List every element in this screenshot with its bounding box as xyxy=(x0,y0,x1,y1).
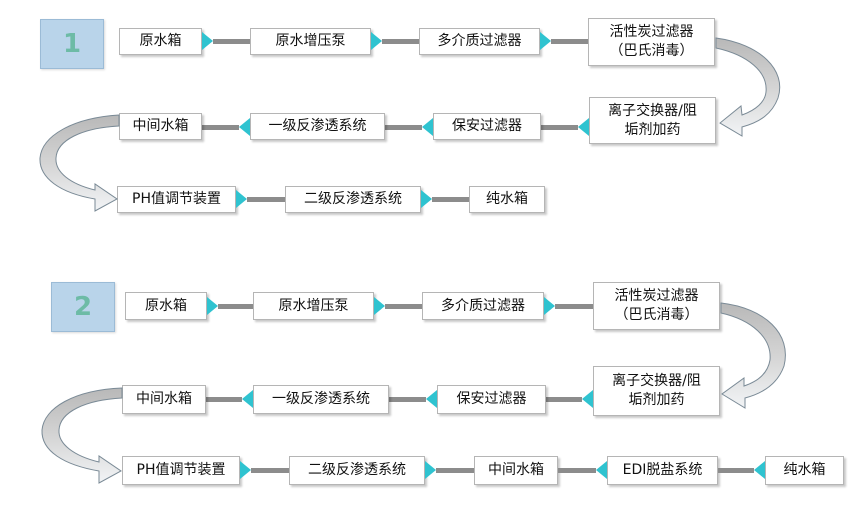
intermediate-tank-label: 中间水箱 xyxy=(488,462,544,478)
flow-arrowhead xyxy=(207,297,218,315)
multimedia-filter-label: 多介质过滤器 xyxy=(437,33,522,49)
flow-arrowhead xyxy=(754,461,765,479)
antiscalant-dosing-label: 垢剂加药 xyxy=(624,121,681,138)
flow-connector xyxy=(389,397,426,402)
ph-adjustment-label: PH值调节装置 xyxy=(136,462,226,478)
flow-connector xyxy=(218,304,253,309)
flow-arrowhead xyxy=(202,32,213,50)
security-filter-label: 保安过滤器 xyxy=(452,118,522,134)
flow-arrowhead xyxy=(421,190,432,208)
ph-adjustment-label: PH值调节装置 xyxy=(132,191,221,207)
activated-carbon-filter-box: 活性炭过滤器 （巴氏消毒） xyxy=(588,18,715,66)
flow-connector xyxy=(541,125,578,130)
pasteurization-label: （巴氏消毒） xyxy=(609,43,694,59)
security-filter-box: 保安过滤器 xyxy=(437,385,546,414)
intermediate-tank-box: 中间水箱 xyxy=(122,385,206,414)
pure-water-tank-label: 纯水箱 xyxy=(486,191,528,207)
raw-water-tank-box: 原水箱 xyxy=(125,292,207,320)
multimedia-filter-box: 多介质过滤器 xyxy=(422,292,544,320)
flow-connector xyxy=(213,39,250,44)
flow-connector xyxy=(555,304,593,309)
pasteurization-label: （巴氏消毒） xyxy=(614,307,699,323)
secondary-ro-system-box: 二级反渗透系统 xyxy=(285,186,421,213)
primary-ro-system-box: 一级反渗透系统 xyxy=(250,113,385,140)
raw-water-tank-label: 原水箱 xyxy=(139,33,182,49)
raw-water-booster-pump-label: 原水增压泵 xyxy=(275,33,346,49)
ion-exchanger-label: 离子交换器/阻 xyxy=(608,102,697,119)
flow-connector xyxy=(206,397,242,402)
multimedia-filter-label: 多介质过滤器 xyxy=(441,297,525,314)
raw-water-booster-pump-label: 原水增压泵 xyxy=(278,297,349,314)
flow-arrowhead xyxy=(242,390,253,408)
raw-water-booster-pump-box: 原水增压泵 xyxy=(250,28,371,55)
flow-connector xyxy=(251,468,289,473)
ion-exchanger-box: 离子交换器/阻 垢剂加药 xyxy=(589,97,716,144)
intermediate-tank-label: 中间水箱 xyxy=(132,118,189,134)
activated-carbon-filter-label: 活性炭过滤器 xyxy=(609,24,694,40)
security-filter-box: 保安过滤器 xyxy=(433,113,541,140)
flow-arrowhead xyxy=(578,118,589,136)
raw-water-tank-label: 原水箱 xyxy=(145,297,187,314)
curved-turn-arrow-left xyxy=(39,114,120,212)
flow-arrowhead xyxy=(582,390,593,408)
ph-adjustment-box: PH值调节装置 xyxy=(122,456,240,485)
flow-connector xyxy=(546,397,582,402)
raw-water-tank-box: 原水箱 xyxy=(119,28,202,55)
edi-desalination-system-label: EDI脱盐系统 xyxy=(622,462,703,478)
flow-connector xyxy=(382,39,419,44)
pure-water-tank-box: 纯水箱 xyxy=(765,456,844,485)
flow-number-badge-1: 1 xyxy=(40,19,104,69)
primary-ro-system-box: 一级反渗透系统 xyxy=(253,385,389,414)
flow-arrowhead xyxy=(544,297,555,315)
security-filter-label: 保安过滤器 xyxy=(456,391,527,407)
flow-connector xyxy=(385,304,422,309)
ph-adjustment-box: PH值调节装置 xyxy=(117,186,236,213)
curved-turn-arrow-right xyxy=(715,37,781,137)
flow-connector xyxy=(558,468,596,473)
curved-turn-arrow-right xyxy=(720,302,786,409)
activated-carbon-filter-label: 活性炭过滤器 xyxy=(614,288,699,304)
flow-connector xyxy=(202,125,239,130)
flow-arrowhead xyxy=(239,118,250,136)
flow-connector xyxy=(432,197,469,202)
flow-arrowhead xyxy=(426,390,437,408)
flow-connector xyxy=(436,468,474,473)
ion-exchanger-label: 离子交换器/阻 xyxy=(612,373,701,389)
curved-turn-arrow-left xyxy=(41,387,123,484)
flow-arrowhead xyxy=(374,297,385,315)
pure-water-tank-box: 纯水箱 xyxy=(469,186,545,213)
flow-arrowhead xyxy=(596,461,607,479)
intermediate-tank-box: 中间水箱 xyxy=(474,456,558,485)
pure-water-tank-label: 纯水箱 xyxy=(783,462,826,478)
primary-ro-system-label: 一级反渗透系统 xyxy=(272,391,370,407)
activated-carbon-filter-box: 活性炭过滤器 （巴氏消毒） xyxy=(593,282,720,330)
flow-connector xyxy=(718,468,754,473)
multimedia-filter-box: 多介质过滤器 xyxy=(419,28,540,55)
flow-arrowhead xyxy=(540,32,551,50)
ion-exchanger-box: 离子交换器/阻 垢剂加药 xyxy=(593,366,720,416)
badge-label: 2 xyxy=(73,292,93,322)
raw-water-booster-pump-box: 原水增压泵 xyxy=(253,292,374,320)
flow-arrowhead xyxy=(236,190,247,208)
flow-connector xyxy=(551,39,588,44)
flow-arrowhead xyxy=(422,118,433,136)
flow-connector xyxy=(247,197,285,202)
flow-arrowhead xyxy=(240,461,251,479)
primary-ro-system-label: 一级反渗透系统 xyxy=(268,118,367,134)
secondary-ro-system-box: 二级反渗透系统 xyxy=(289,456,425,485)
flow-connector xyxy=(385,125,422,130)
secondary-ro-system-label: 二级反渗透系统 xyxy=(308,462,406,478)
intermediate-tank-box: 中间水箱 xyxy=(119,113,202,140)
flow-arrowhead xyxy=(371,32,382,50)
antiscalant-dosing-label: 垢剂加药 xyxy=(628,392,685,408)
flow-arrowhead xyxy=(425,461,436,479)
edi-desalination-system-box: EDI脱盐系统 xyxy=(607,456,718,485)
intermediate-tank-label: 中间水箱 xyxy=(136,391,192,407)
badge-label: 1 xyxy=(62,29,82,59)
secondary-ro-system-label: 二级反渗透系统 xyxy=(304,191,402,207)
flow-number-badge-2: 2 xyxy=(51,282,115,332)
